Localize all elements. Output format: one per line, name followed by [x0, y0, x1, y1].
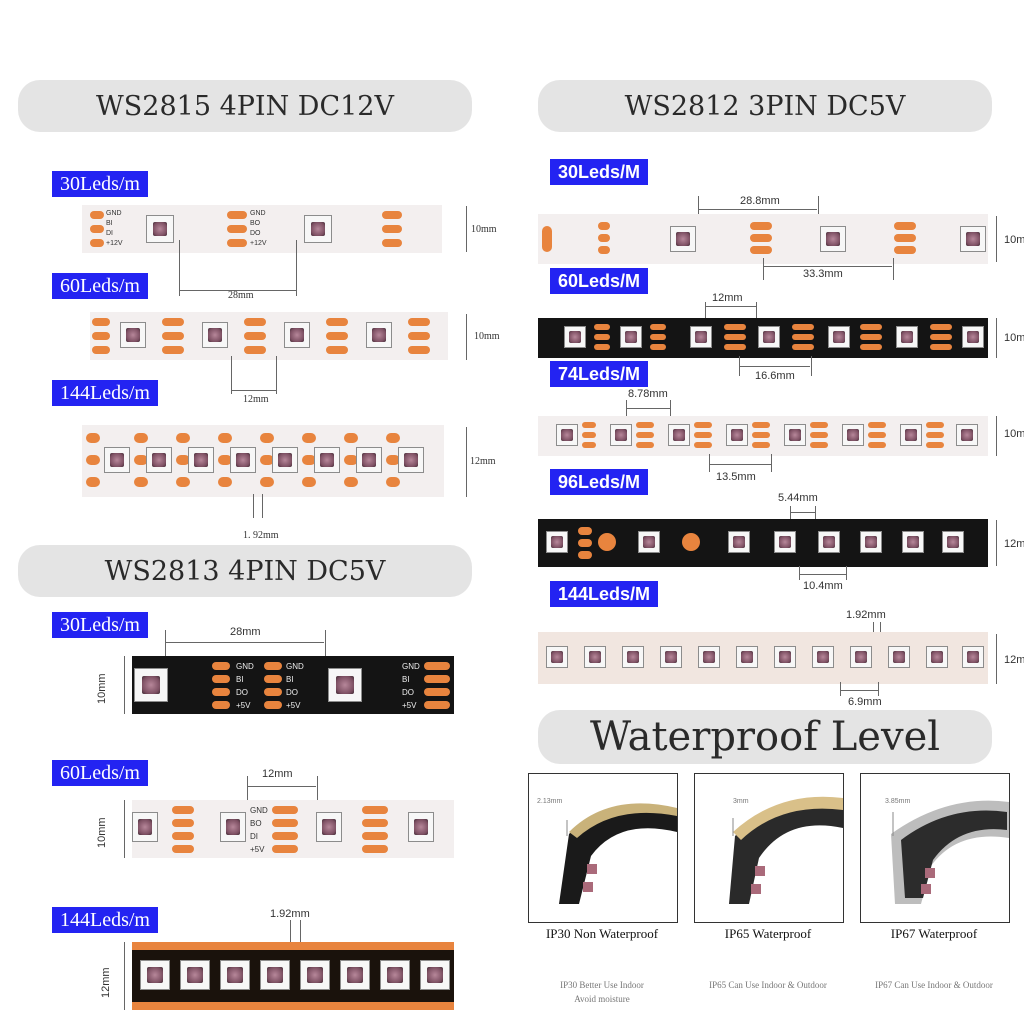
ws2815-dim-width-144: 12mm	[470, 456, 496, 467]
ws2812-dim-width-30: 10m	[1004, 234, 1024, 246]
ws2812-dim-pitch2-30: 33.3mm	[803, 268, 843, 280]
ws2815-dim-width-60: 10mm	[474, 331, 500, 342]
ws2812-dim-pitch2-74: 13.5mm	[716, 471, 756, 483]
ws2812-dim-pitch-60: 12mm	[712, 292, 743, 304]
led-chip	[304, 215, 332, 243]
section-title-ws2812: WS2812 3PIN DC5V	[538, 80, 992, 132]
ws2812-tag-74: 74Leds/M	[550, 361, 649, 387]
ws2813-dim-width-60: 10mm	[96, 817, 108, 848]
ip65-strip-illustration	[729, 796, 843, 904]
ws2815-dim-gap-144: 1. 92mm	[243, 530, 279, 541]
ws2813-dim-width-30: 10mm	[96, 673, 108, 704]
ws2815-dim-width-30: 10mm	[471, 224, 497, 235]
ws2815-dim-pitch-30: 28mm	[228, 290, 254, 301]
ws2812-strip-96	[538, 519, 988, 567]
waterproof-card-ip67: 3.85mm	[860, 773, 1010, 923]
ip30-thickness: 2.13mm	[537, 798, 563, 805]
ip67-note: IP67 Can Use Indoor & Outdoor	[875, 980, 993, 990]
ws2815-strip-60	[90, 312, 448, 360]
waterproof-card-ip65: 3mm	[694, 773, 844, 923]
ws2812-tag-60: 60Leds/M	[550, 268, 649, 294]
ws2812-dim-width-144: 12m	[1004, 654, 1024, 666]
ws2815-tag-30: 30Leds/m	[52, 171, 148, 197]
ws2812-dim-pitch2-96: 10.4mm	[803, 580, 843, 592]
ip67-strip-illustration	[891, 800, 1009, 904]
ip65-thickness: 3mm	[733, 798, 749, 805]
ws2812-dim-pitch2-144: 6.9mm	[848, 696, 882, 708]
section-title-ws2813: WS2813 4PIN DC5V	[18, 545, 472, 597]
ip65-label: IP65 Waterproof	[724, 926, 812, 941]
ws2812-strip-144	[538, 632, 988, 684]
ws2813-dim-pitch-30: 28mm	[230, 626, 261, 638]
ws2812-dim-pitch2-60: 16.6mm	[755, 370, 795, 382]
ws2812-dim-pitch-96: 5.44mm	[778, 492, 818, 504]
ws2812-dim-width-74: 10m	[1004, 428, 1024, 440]
ws2813-dim-pitch-60: 12mm	[262, 768, 293, 780]
waterproof-card-ip30: 2.13mm	[528, 773, 678, 923]
ip67-label: IP67 Waterproof	[890, 926, 978, 941]
ip65-note: IP65 Can Use Indoor & Outdoor	[709, 980, 827, 990]
ws2812-dim-pitch-74: 8.78mm	[628, 388, 668, 400]
ws2813-tag-60: 60Leds/m	[52, 760, 148, 786]
ws2812-dim-width-96: 12m	[1004, 538, 1024, 550]
ip67-thickness: 3.85mm	[885, 798, 911, 805]
ws2812-strip-60	[538, 318, 988, 358]
ws2815-strip-144	[82, 425, 444, 497]
ws2815-dim-pitch-60: 12mm	[243, 394, 269, 405]
ws2812-strip-74	[538, 416, 988, 456]
ws2812-dim-width-60: 10m	[1004, 332, 1024, 344]
section-title-waterproof: Waterproof Level	[538, 710, 992, 764]
ws2813-tag-30: 30Leds/m	[52, 612, 148, 638]
ws2812-tag-144: 144Leds/M	[550, 581, 659, 607]
ws2812-dim-pitch-30: 28.8mm	[740, 195, 780, 207]
ws2813-strip-144	[132, 942, 454, 1010]
ip30-strip-illustration	[559, 803, 677, 904]
ws2815-tag-60: 60Leds/m	[52, 273, 148, 299]
ws2812-tag-96: 96Leds/M	[550, 469, 649, 495]
ip30-label: IP30 Non Waterproof	[545, 926, 659, 941]
ws2813-dim-width-144: 12mm	[100, 967, 112, 998]
ws2813-dim-gap-144: 1.92mm	[270, 908, 310, 920]
ws2812-dim-gap-144: 1.92mm	[846, 609, 886, 621]
led-chip	[146, 215, 174, 243]
ws2813-tag-144: 144Leds/m	[52, 907, 158, 933]
ws2812-strip-30	[538, 214, 988, 264]
ws2812-tag-30: 30Leds/M	[550, 159, 649, 185]
section-title-ws2815: WS2815 4PIN DC12V	[18, 80, 472, 132]
ws2815-tag-144: 144Leds/m	[52, 380, 158, 406]
